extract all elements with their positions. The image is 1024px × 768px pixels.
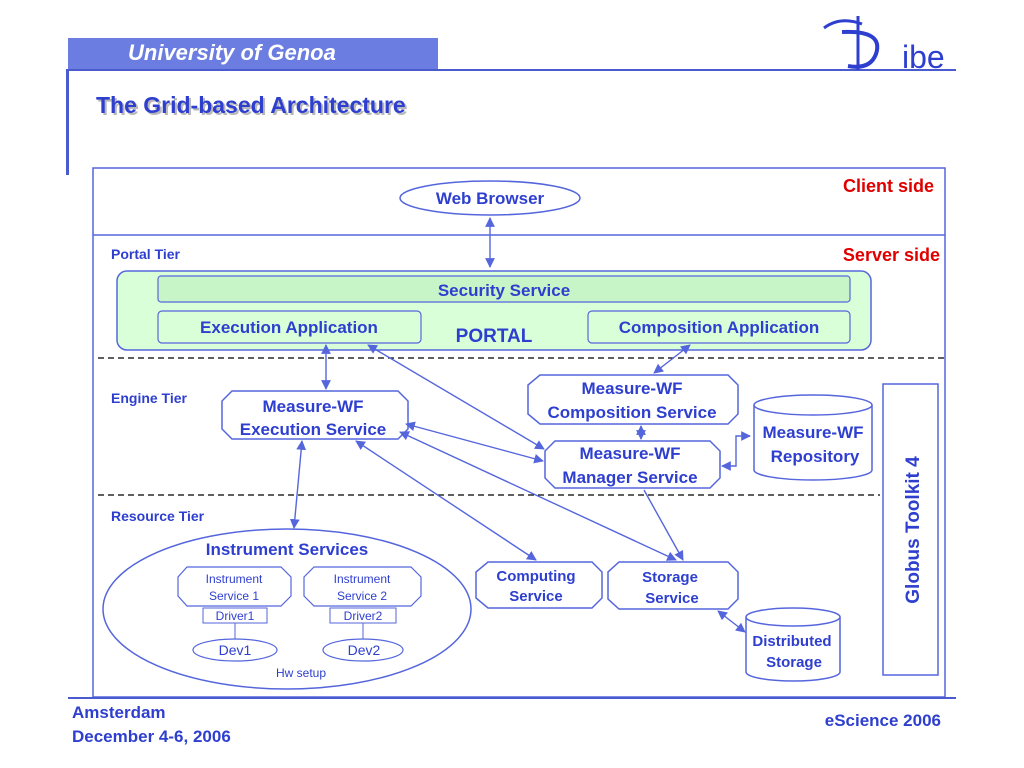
distributed-storage-top <box>745 607 841 627</box>
dibe-logo: ibe <box>823 16 945 74</box>
globus-toolkit-node <box>882 383 939 676</box>
wf-exec-instrument-link <box>289 440 307 529</box>
computing-service-label-1: Computing <box>496 568 575 585</box>
institution-name: University of Genoa <box>128 40 336 65</box>
dev-2-label: Dev2 <box>348 642 381 658</box>
dev-1-node <box>192 638 278 662</box>
client-side-label: Client side <box>843 176 934 196</box>
globus-toolkit-label: Globus Toolkit 4 <box>903 456 924 604</box>
composition-application-label: Composition Application <box>619 318 820 337</box>
footer-rule <box>68 697 956 699</box>
logo-text: ibe <box>902 39 945 74</box>
distributed-storage-label-1: Distributed <box>752 633 831 650</box>
storage-distributed-link <box>717 610 746 633</box>
wf-manager-storage-link <box>643 489 684 561</box>
dev-1-label: Dev1 <box>219 642 252 658</box>
resource-tier-label: Resource Tier <box>111 508 205 524</box>
wf-composition-label-2: Composition Service <box>547 403 716 422</box>
storage-service-label-1: Storage <box>642 569 698 586</box>
security-service-node <box>157 275 851 303</box>
header-band <box>68 38 438 69</box>
execution-application-label: Execution Application <box>200 318 378 337</box>
footer-conference: eScience 2006 <box>824 711 941 730</box>
wf-exec-wf-manager-link <box>405 421 544 464</box>
computing-service-node <box>475 561 603 609</box>
header-vertical-rule <box>66 69 69 175</box>
instrument-services-label: Instrument Services <box>206 540 369 559</box>
storage-service-node <box>607 561 739 610</box>
instrument-service-1-node <box>177 566 292 607</box>
instrument-service-1-label-1: Instrument <box>206 572 263 586</box>
security-service-label: Security Service <box>438 281 570 300</box>
server-side-label: Server side <box>843 245 940 265</box>
wf-execution-label-2: Execution Service <box>240 420 386 439</box>
distributed-storage-node <box>745 617 841 682</box>
wf-repository-label-1: Measure-WF <box>762 423 863 442</box>
hw-setup-label: Hw setup <box>276 666 326 680</box>
portal-label: PORTAL <box>456 326 533 347</box>
portal-tier-label: Portal Tier <box>111 246 181 262</box>
wf-repository-label-2: Repository <box>771 447 860 466</box>
storage-service-label-2: Service <box>645 590 698 607</box>
instrument-service-2-label-1: Instrument <box>334 572 391 586</box>
web-browser-label: Web Browser <box>436 189 545 208</box>
distributed-storage-label-2: Storage <box>766 654 822 671</box>
comp-app-wf-composition-link <box>653 344 691 374</box>
wf-manager-repository-link <box>721 431 751 471</box>
wf-manager-label-1: Measure-WF <box>579 444 680 463</box>
footer-date: December 4-6, 2006 <box>72 727 231 746</box>
wf-composition-label-1: Measure-WF <box>581 379 682 398</box>
driver-1-label: Driver1 <box>216 609 255 623</box>
wf-repository-top <box>753 394 873 416</box>
instrument-service-2-label-2: Service 2 <box>337 589 387 603</box>
execution-application-node <box>157 310 422 344</box>
wf-execution-label-1: Measure-WF <box>262 397 363 416</box>
instrument-service-2-node <box>303 566 422 607</box>
computing-service-label-2: Service <box>509 588 562 605</box>
footer-place: Amsterdam <box>72 703 166 722</box>
instrument-service-1-label-2: Service 1 <box>209 589 259 603</box>
composition-application-node <box>587 310 851 344</box>
driver-2-label: Driver2 <box>344 609 383 623</box>
wf-exec-storage-link <box>399 431 677 561</box>
header-rule <box>68 69 956 71</box>
web-browser-node <box>399 180 581 216</box>
wf-repository-node <box>753 405 873 481</box>
slide-title: The Grid-based Architecture <box>96 92 406 118</box>
dev-2-node <box>322 638 404 662</box>
engine-tier-label: Engine Tier <box>111 390 188 406</box>
wf-manager-label-2: Manager Service <box>562 468 697 487</box>
